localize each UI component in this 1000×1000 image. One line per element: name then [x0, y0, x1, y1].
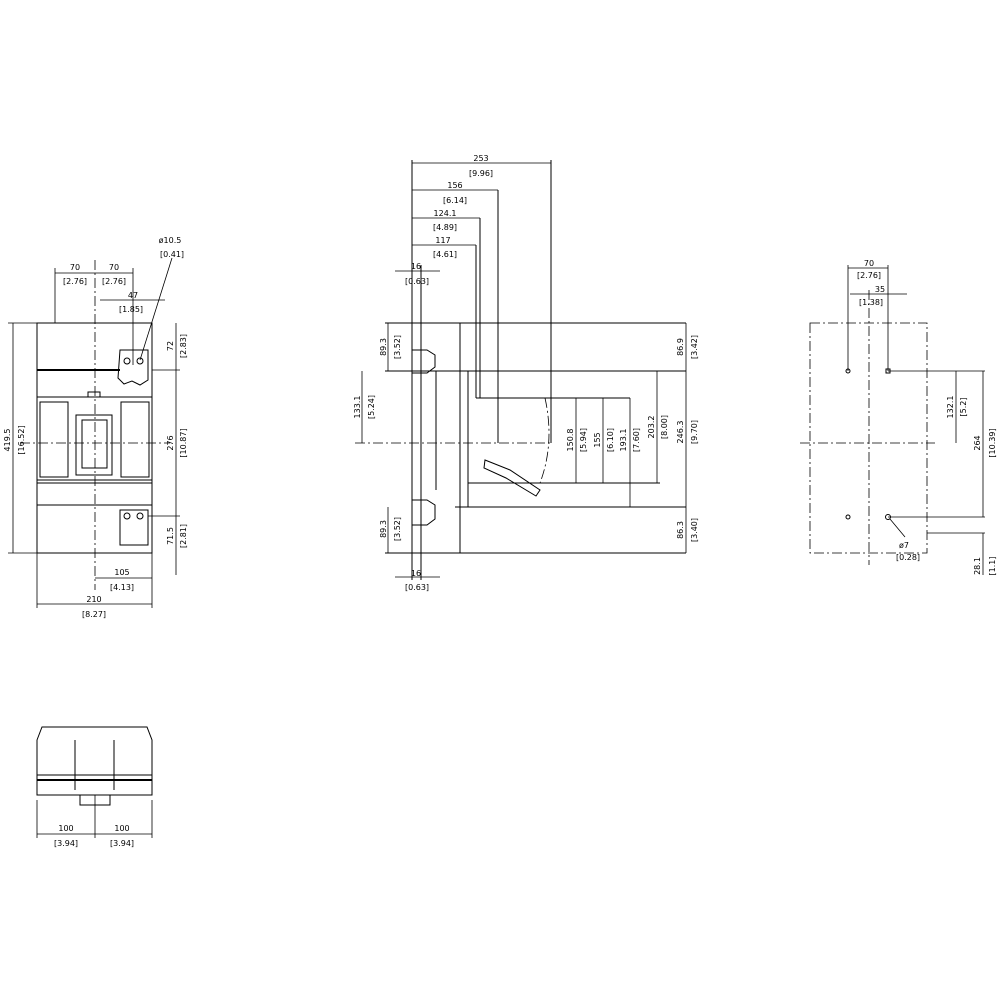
dim-height-in: [16.52]: [17, 425, 26, 454]
dim-bot-section-in: [3.40]: [690, 518, 699, 542]
dim-depth-156: 156: [447, 181, 462, 190]
dim-hole-dia: ø7: [899, 541, 909, 550]
dim-top-term: 72: [166, 341, 175, 351]
dim-handle-150: 150.8: [566, 429, 575, 452]
dim-lower-term-in: [3.52]: [393, 517, 402, 541]
dim-hole-spacing-in: [2.76]: [857, 271, 881, 280]
dim-half-width-in: [4.13]: [110, 583, 134, 592]
dim-term-bot-in: [0.63]: [405, 583, 429, 592]
dim-hole-pitch: 264: [973, 435, 982, 450]
dim-depth-total-in: [9.96]: [469, 169, 493, 178]
dim-hole-pitch-in: [10.39]: [988, 428, 997, 457]
bottom-view: 100 [3.94] 100 [3.94]: [36, 726, 153, 848]
dim-bottom-right: 100: [114, 824, 129, 833]
dim-term-span: 276: [166, 435, 175, 450]
dim-hole-dia-in: [0.28]: [896, 553, 920, 562]
dim-lower-term: 89.3: [379, 520, 388, 538]
dim-center-in: [5.24]: [367, 395, 376, 419]
dim-handle-150-in: [5.94]: [579, 428, 588, 452]
dim-top-section: 86.9: [676, 338, 685, 356]
dim-depth-117: 117: [435, 236, 450, 245]
dim-depth-124-in: [4.89]: [433, 223, 457, 232]
dim-hole-spacing: 70: [864, 259, 874, 268]
dim-pole-left: 70: [70, 263, 80, 272]
dim-pole-right-in: [2.76]: [102, 277, 126, 286]
front-view: 419.5 [16.52] 70 [2.76] 70 [2.76] 47 [1.…: [3, 236, 188, 619]
dim-half-width: 105: [114, 568, 129, 577]
dim-bot-term: 71.5: [166, 527, 175, 545]
dim-center-to-hole-in: [5.2]: [959, 398, 968, 417]
dim-hole-dia-in: [0.41]: [160, 250, 184, 259]
dim-upper-term: 89.3: [379, 338, 388, 356]
dim-center: 133.1: [353, 396, 362, 419]
dim-offset: 47: [128, 291, 138, 300]
dim-bot-term-in: [2.81]: [179, 524, 188, 548]
dim-handle-193-in: [7.60]: [632, 428, 641, 452]
dim-depth-124: 124.1: [434, 209, 457, 218]
dim-term-top-in: [0.63]: [405, 277, 429, 286]
dim-edge: 28.1: [973, 557, 982, 575]
dim-center-to-hole: 132.1: [946, 396, 955, 419]
dim-handle-203: 203.2: [647, 416, 656, 439]
dim-width-in: [8.27]: [82, 610, 106, 619]
dim-height: 419.5: [3, 429, 12, 452]
dim-upper-term-in: [3.52]: [393, 335, 402, 359]
dim-term-top: 16: [411, 262, 421, 271]
dim-mid-section: 246.3: [676, 421, 685, 444]
dim-bot-section: 86.3: [676, 521, 685, 539]
dim-pole-right: 70: [109, 263, 119, 272]
dim-bottom-right-in: [3.94]: [110, 839, 134, 848]
dim-bottom-left-in: [3.94]: [54, 839, 78, 848]
dim-term-bot: 16: [411, 569, 421, 578]
dim-half-spacing: 35: [875, 285, 885, 294]
dim-handle-155: 155: [593, 432, 602, 447]
dim-handle-203-in: [8.00]: [660, 415, 669, 439]
dim-depth-total: 253: [473, 154, 488, 163]
dim-hole-dia: ø10.5: [159, 236, 182, 245]
dim-depth-117-in: [4.61]: [433, 250, 457, 259]
dim-offset-in: [1.85]: [119, 305, 143, 314]
side-view: 253 [9.96] 156 [6.14] 124.1 [4.89] 117 […: [353, 154, 699, 592]
dim-mid-section-in: [9.70]: [690, 420, 699, 444]
dim-bottom-left: 100: [58, 824, 73, 833]
dim-top-term-in: [2.83]: [179, 334, 188, 358]
dim-handle-193: 193.1: [619, 429, 628, 452]
dim-depth-156-in: [6.14]: [443, 196, 467, 205]
dim-width: 210: [86, 595, 101, 604]
dim-term-span-in: [10.87]: [179, 428, 188, 457]
panel-cutout-view: 70 [2.76] 35 [1.38] 132.1 [5.2] 264 [10.…: [800, 259, 997, 575]
dim-half-spacing-in: [1.38]: [859, 298, 883, 307]
dim-top-section-in: [3.42]: [690, 335, 699, 359]
dim-edge-in: [1.1]: [988, 557, 997, 576]
dim-pole-left-in: [2.76]: [63, 277, 87, 286]
dim-handle-155-in: [6.10]: [606, 428, 615, 452]
